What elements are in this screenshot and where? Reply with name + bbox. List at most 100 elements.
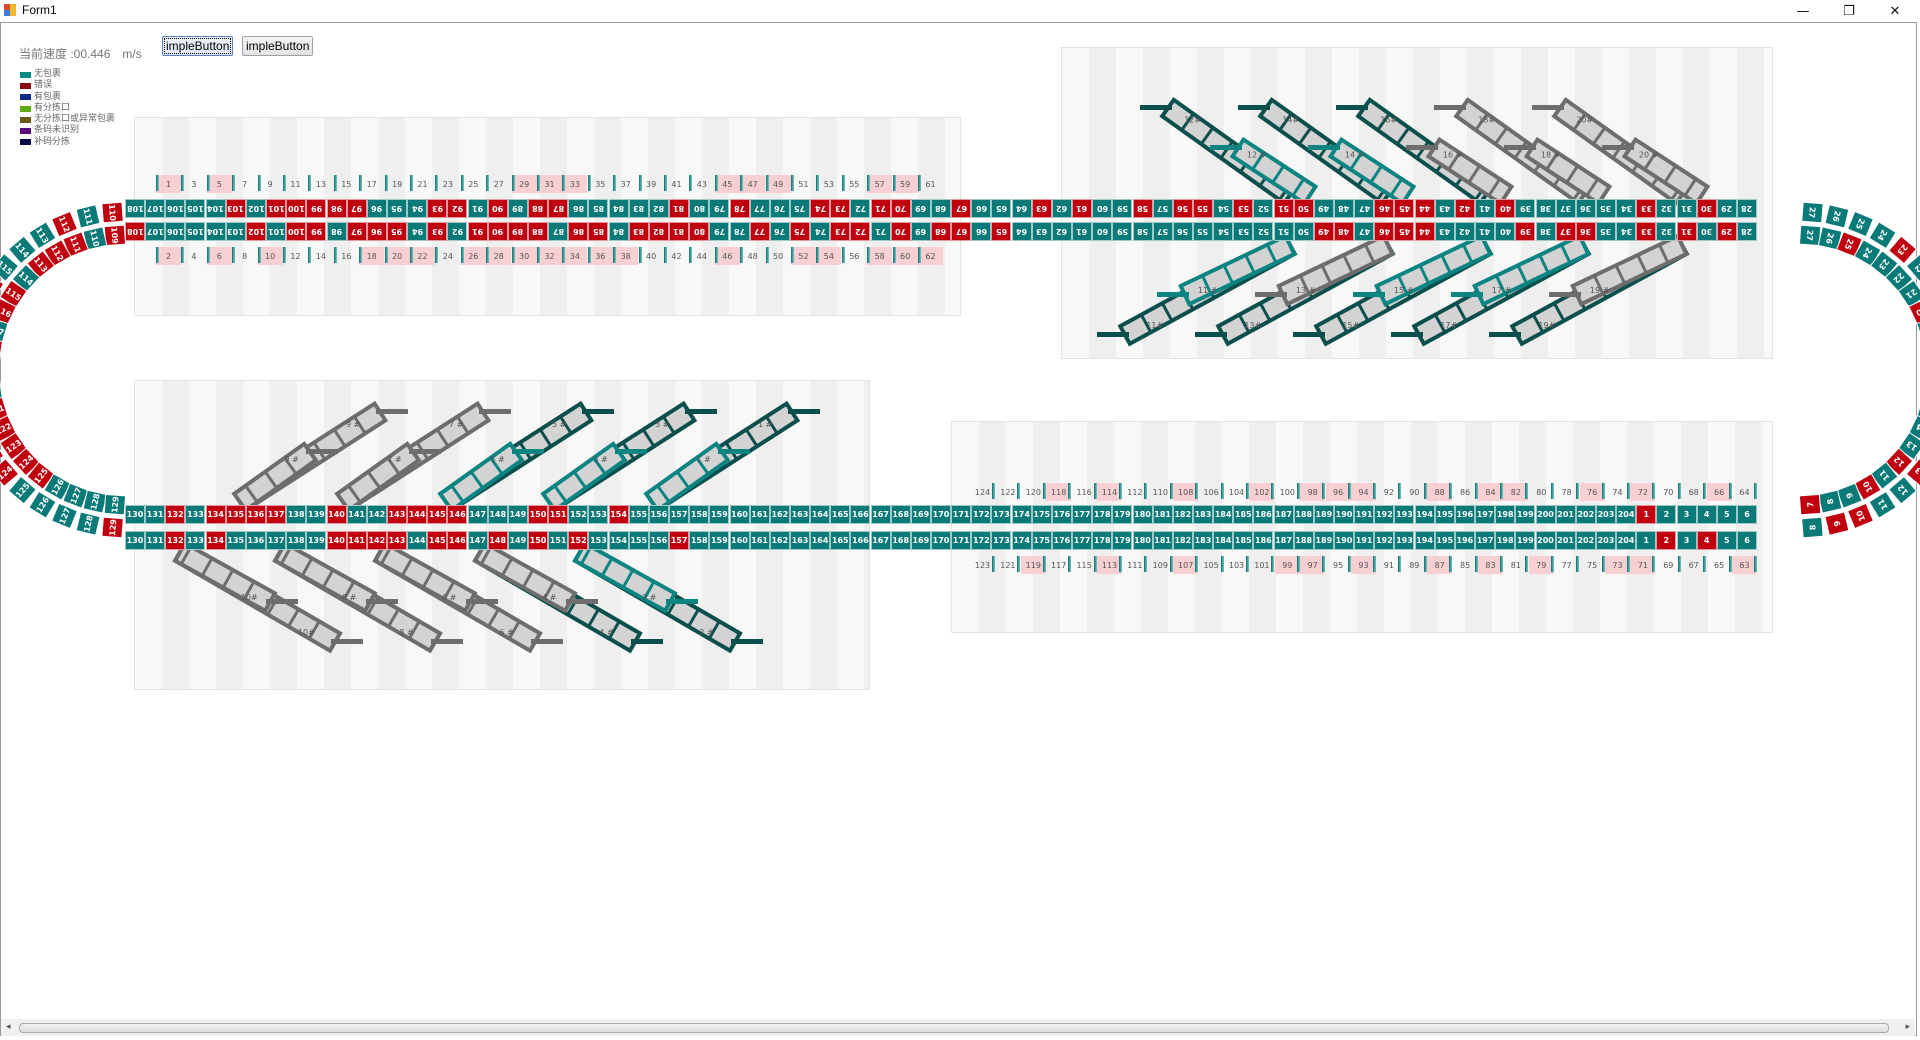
- track-cell[interactable]: 140: [326, 531, 347, 550]
- track-cell[interactable]: 52: [1253, 222, 1274, 241]
- track-cell[interactable]: 42: [1454, 199, 1475, 218]
- track-cell[interactable]: 45: [1394, 199, 1415, 218]
- track-cell[interactable]: 53: [1233, 222, 1254, 241]
- track-cell[interactable]: 94: [407, 199, 428, 218]
- track-cell[interactable]: 85: [588, 222, 609, 241]
- track-cell[interactable]: 90: [487, 199, 508, 218]
- track-cell[interactable]: 29: [1716, 222, 1737, 241]
- track-cell[interactable]: 101: [266, 199, 287, 218]
- track-cell[interactable]: 80: [689, 199, 710, 218]
- track-cell[interactable]: 40: [1495, 222, 1516, 241]
- track-cell[interactable]: 79: [709, 222, 730, 241]
- track-cell[interactable]: 34: [1616, 222, 1637, 241]
- minimize-button[interactable]: —: [1780, 0, 1826, 22]
- track-cell[interactable]: 57: [1152, 222, 1173, 241]
- track-cell[interactable]: 94: [407, 222, 428, 241]
- chute[interactable]: 17 #: [1451, 233, 1591, 307]
- chute[interactable]: 20 #: [1602, 136, 1711, 207]
- chute[interactable]: 3 #: [540, 441, 647, 513]
- track-cell[interactable]: 95: [386, 199, 407, 218]
- track-cell[interactable]: 131: [145, 505, 166, 524]
- track-cell[interactable]: 88: [528, 199, 548, 218]
- track-cell[interactable]: 29: [1716, 199, 1737, 218]
- track-cell[interactable]: 41: [1475, 222, 1496, 241]
- track-cell[interactable]: 135: [225, 531, 246, 550]
- track-cell[interactable]: 35: [1595, 199, 1616, 218]
- track-cell[interactable]: 46: [1374, 222, 1395, 241]
- track-cell[interactable]: 85: [588, 199, 609, 218]
- track-cell[interactable]: 74: [810, 222, 831, 241]
- track-cell[interactable]: 52: [1253, 199, 1274, 218]
- track-cell[interactable]: 58: [1132, 222, 1153, 241]
- track-cell[interactable]: 96: [366, 222, 387, 241]
- track-cell[interactable]: 73: [830, 199, 851, 218]
- track-cell[interactable]: 137: [266, 531, 287, 550]
- track-cell[interactable]: 130: [125, 531, 145, 550]
- track-cell[interactable]: 65: [991, 222, 1012, 241]
- track-cell[interactable]: 68: [931, 199, 951, 218]
- track-cell[interactable]: 103: [225, 199, 246, 218]
- track-cell[interactable]: 92: [447, 222, 468, 241]
- track-cell[interactable]: 34: [1616, 199, 1637, 218]
- track-cell[interactable]: 43: [1434, 199, 1455, 218]
- track-cell[interactable]: 78: [729, 222, 750, 241]
- chute[interactable]: 15 #: [1353, 233, 1493, 307]
- track-cell[interactable]: 38: [1535, 199, 1556, 218]
- track-cell[interactable]: 139: [306, 531, 327, 550]
- chute[interactable]: 9 #: [231, 441, 338, 513]
- track-cell[interactable]: 69: [910, 222, 931, 241]
- track-cell[interactable]: 139: [306, 505, 327, 524]
- track-cell[interactable]: 60: [1092, 222, 1113, 241]
- track-cell[interactable]: 41: [1475, 199, 1496, 218]
- track-cell[interactable]: 44: [1414, 199, 1435, 218]
- track-cell[interactable]: 30: [1696, 199, 1717, 218]
- track-cell[interactable]: 61: [1072, 222, 1093, 241]
- track-cell[interactable]: 77: [749, 222, 770, 241]
- curve-cell[interactable]: 11: [1868, 490, 1897, 519]
- track-cell[interactable]: 105: [185, 199, 206, 218]
- track-cell[interactable]: 74: [810, 199, 831, 218]
- track-cell[interactable]: 65: [991, 199, 1012, 218]
- track-cell[interactable]: 63: [1031, 222, 1052, 241]
- track-cell[interactable]: 102: [245, 199, 266, 218]
- track-cell[interactable]: 59: [1112, 222, 1133, 241]
- track-cell[interactable]: 91: [467, 199, 488, 218]
- track-cell[interactable]: 38: [1535, 222, 1556, 241]
- track-cell[interactable]: 28: [1737, 199, 1757, 218]
- track-cell[interactable]: 106: [165, 222, 186, 241]
- curve-cell[interactable]: 111: [75, 204, 101, 229]
- track-cell[interactable]: 50: [1293, 199, 1314, 218]
- track-cell[interactable]: 101: [266, 222, 287, 241]
- track-cell[interactable]: 47: [1354, 199, 1375, 218]
- curve-cell[interactable]: 8: [1801, 516, 1824, 539]
- curve-cell[interactable]: 118: [0, 338, 3, 362]
- track-cell[interactable]: 72: [850, 199, 871, 218]
- track-cell[interactable]: 58: [1132, 199, 1153, 218]
- track-cell[interactable]: 136: [245, 531, 266, 550]
- track-cell[interactable]: 86: [568, 199, 589, 218]
- track-cell[interactable]: 108: [125, 199, 145, 218]
- track-cell[interactable]: 56: [1172, 222, 1193, 241]
- track-cell[interactable]: 95: [386, 222, 407, 241]
- curve-cell[interactable]: 126: [28, 490, 57, 519]
- track-cell[interactable]: 39: [1515, 199, 1536, 218]
- track-cell[interactable]: 81: [669, 222, 690, 241]
- track-cell[interactable]: 67: [951, 222, 972, 241]
- track-cell[interactable]: 51: [1273, 199, 1294, 218]
- track-cell[interactable]: 84: [608, 222, 629, 241]
- track-cell[interactable]: 40: [1495, 199, 1516, 218]
- track-cell[interactable]: 83: [628, 199, 649, 218]
- track-cell[interactable]: 62: [1051, 222, 1072, 241]
- horizontal-scrollbar[interactable]: ◂ ▸: [1, 1019, 1915, 1036]
- track-cell[interactable]: 99: [306, 222, 327, 241]
- track-cell[interactable]: 31: [1676, 199, 1697, 218]
- track-cell[interactable]: 131: [145, 531, 166, 550]
- track-cell[interactable]: 39: [1515, 222, 1536, 241]
- track-cell[interactable]: 103: [225, 222, 246, 241]
- chute[interactable]: 14 #: [1308, 136, 1417, 207]
- chute[interactable]: 19 #: [1549, 233, 1689, 307]
- track-cell[interactable]: 44: [1414, 222, 1435, 241]
- simple-button-1[interactable]: impleButton: [162, 36, 234, 56]
- curve-cell[interactable]: 129: [103, 493, 127, 516]
- track-cell[interactable]: 75: [789, 222, 810, 241]
